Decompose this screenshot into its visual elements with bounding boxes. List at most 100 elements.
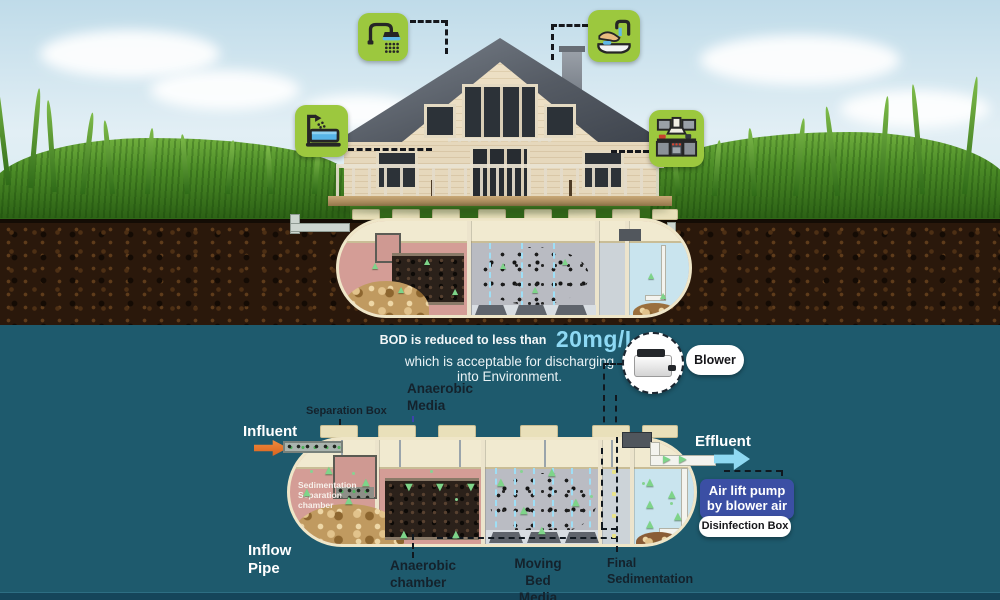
bod-line2: which is acceptable for discharging <box>404 354 615 369</box>
anaerobic-chamber-pointer <box>412 534 414 558</box>
disinfection-callout: Disinfection Box <box>699 516 791 537</box>
j-pipe <box>681 468 688 534</box>
bubble <box>520 470 523 473</box>
anaerobic-media-label: Anaerobic Media <box>407 381 474 413</box>
up-arrow-icon: ▲ <box>532 285 539 294</box>
airlift-pump-mini <box>619 229 641 241</box>
vent-pipe <box>544 440 546 467</box>
shower-tile <box>358 13 408 61</box>
up-arrow-icon: ▲ <box>562 257 569 266</box>
house-shadow <box>330 206 670 214</box>
aeration-line <box>552 468 554 538</box>
porch-railing <box>336 164 664 201</box>
bod-prefix: BOD is reduced to less than <box>379 333 547 347</box>
up-arrow-icon: ▲ <box>424 257 431 266</box>
air-line <box>616 437 618 552</box>
bod-note: BOD is reduced to less than 20mg/L which… <box>352 326 667 384</box>
bod-line1: BOD is reduced to less than 20mg/L <box>352 326 667 353</box>
handwash-sink-tile <box>588 10 640 62</box>
upper-window-left <box>424 104 456 138</box>
moving-bed-particles-mini <box>477 247 589 305</box>
blower-circle <box>622 332 684 394</box>
blower-device <box>634 355 672 377</box>
blower-pill: Blower <box>686 345 744 375</box>
anaerobic-media-block <box>385 478 479 540</box>
inflow-pipe-label: Inflow Pipe <box>248 542 292 577</box>
up-arrow-icon: ▲ <box>303 487 311 498</box>
up-arrow-icon: ▲ <box>372 261 379 270</box>
kitchen-tile <box>649 110 704 167</box>
blower-line <box>603 363 623 365</box>
blower-label: Blower <box>694 353 736 367</box>
influent-label: Influent <box>243 423 298 440</box>
up-arrow-icon: ▲ <box>646 499 654 510</box>
airlift-callout: Air lift pump by blower air <box>700 479 794 519</box>
up-arrow-icon: ▲ <box>362 477 370 488</box>
up-arrow-icon: ▲ <box>345 495 353 506</box>
tank-wall <box>598 440 602 544</box>
tank-wall <box>595 221 599 315</box>
bubble <box>455 498 458 501</box>
disinfection-label: Disinfection Box <box>701 520 789 532</box>
tank-lid <box>652 209 678 220</box>
airlift-label: Air lift pump by blower air <box>706 483 788 513</box>
bubble <box>590 495 593 498</box>
up-arrow-icon: ▲ <box>646 477 654 488</box>
air-tick <box>612 492 616 496</box>
aeration-line <box>571 468 573 538</box>
up-arrow-icon: ▲ <box>548 467 556 478</box>
aeration-line <box>514 468 516 538</box>
upper-window <box>462 84 538 140</box>
moving-bed-label: Moving Bed Media <box>514 556 562 600</box>
effluent-label: Effluent <box>695 433 751 450</box>
cloud <box>40 30 220 78</box>
up-arrow-icon: ▲ <box>500 261 507 270</box>
aeration-line <box>521 243 523 307</box>
disinfection-link <box>724 470 782 472</box>
down-arrow-icon: ▲ <box>405 482 413 493</box>
down-arrow-icon: ▲ <box>436 482 444 493</box>
final-sed-label: Final Sedimentation <box>607 556 694 586</box>
right-arrow-icon: ▶ <box>679 454 687 465</box>
upper-window-right <box>544 104 576 138</box>
anaerobic-chamber-label: Anaerobic chamber <box>390 558 457 590</box>
airlift-pump <box>622 432 652 448</box>
air-manifold <box>437 537 617 539</box>
connector-bathtub <box>348 148 432 151</box>
blower-line <box>615 395 617 433</box>
down-arrow-icon: ▲ <box>467 482 475 493</box>
chimney-cap <box>559 46 585 52</box>
shower-icon <box>367 22 401 53</box>
aeration-line <box>489 243 491 307</box>
aeration-line <box>553 243 555 307</box>
deck-base <box>328 196 672 206</box>
bathtub-tile <box>295 105 348 157</box>
tank-chamber-finalsed <box>598 241 628 315</box>
tank-wall <box>467 221 471 315</box>
vent-pipe <box>399 440 401 467</box>
right-arrow-icon: ▶ <box>663 454 671 465</box>
grass-field-right <box>650 132 1000 218</box>
up-arrow-icon: ▲ <box>400 529 408 540</box>
connector-shower <box>410 20 447 23</box>
separation-box-mini <box>375 233 401 263</box>
diffuser-mini <box>555 305 587 315</box>
up-arrow-icon: ▲ <box>538 525 546 536</box>
bod-line3: into Environment. <box>456 369 563 384</box>
kitchen-icon <box>655 116 698 157</box>
tank-chamber-clear <box>628 241 689 315</box>
sludge-mini <box>633 303 677 315</box>
air-tick <box>612 534 616 538</box>
aeration-line <box>533 468 535 538</box>
vent-pipe <box>459 440 461 467</box>
vent-pipe <box>341 440 343 467</box>
moving-bed-particles <box>490 473 596 535</box>
cloud <box>150 70 300 110</box>
grass-field-left <box>0 138 350 218</box>
up-arrow-icon: ▲ <box>572 497 580 508</box>
up-arrow-icon: ▲ <box>398 285 405 294</box>
up-arrow-icon: ▲ <box>452 287 459 296</box>
aeration-line <box>589 468 591 538</box>
tank-wall <box>375 440 379 544</box>
